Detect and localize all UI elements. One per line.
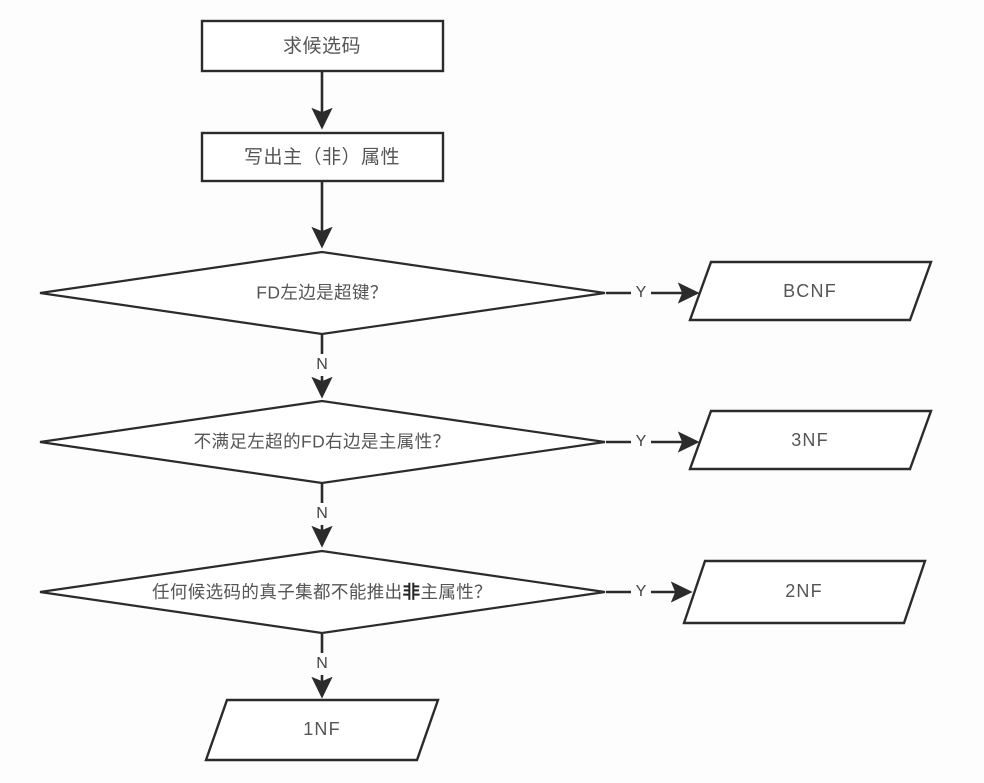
node-result-1nf[interactable]: 1NF [204,698,440,762]
node-decision-proper-subset-shape [39,549,606,635]
node-result-3nf[interactable]: 3NF [688,409,933,471]
node-start[interactable]: 求候选码 [200,19,445,73]
node-result-bcnf[interactable]: BCNF [688,260,933,322]
node-result-3nf-label: 3NF [791,430,829,450]
node-decision-proper-subset[interactable]: 任何候选码的真子集都不能推出非主属性？ [39,549,606,635]
node-decision-superkey-shape [39,250,606,336]
edge-label-backing-d1-no [312,354,333,376]
edge-label-d2-no: N [316,505,328,522]
edge-label-backing-d3-no [312,653,333,675]
node-start-label: 求候选码 [283,35,361,57]
node-result-3nf-shape [688,409,933,471]
edge-label-backing-d3-yes [631,581,651,603]
node-decision-prime-attr-label: 不满足左超的FD右边是主属性？ [194,432,451,452]
node-write-attributes[interactable]: 写出主（非）属性 [200,131,445,183]
node-write-attributes-label: 写出主（非）属性 [244,146,400,168]
edge-label-d3-yes: Y [636,583,647,600]
node-result-2nf-shape [682,559,927,625]
node-result-1nf-shape [204,698,440,762]
node-decision-proper-subset-label: 任何候选码的真子集都不能推出非主属性？ [152,582,492,602]
decision-proper-subset-text-part1: 任何候选码的真子集都不能推出 [152,582,403,602]
edge-label-d1-no: N [316,356,328,373]
node-result-2nf-label: 2NF [785,581,823,601]
node-decision-superkey-label: FD左边是超键？ [256,283,388,303]
node-decision-prime-attr[interactable]: 不满足左超的FD右边是主属性？ [39,399,606,485]
edge-label-d1-yes: Y [636,284,647,301]
decision-proper-subset-text-emphasis: 非 [403,582,421,602]
node-start-shape [200,19,445,73]
node-decision-superkey[interactable]: FD左边是超键？ [39,250,606,336]
node-decision-prime-attr-shape [39,399,606,485]
node-write-attributes-shape [200,131,445,183]
decision-proper-subset-text-part2: 主属性？ [420,582,492,602]
edge-label-backing-d2-yes [631,431,651,453]
edge-label-d2-yes: Y [636,433,647,450]
edge-label-d3-no: N [316,655,328,672]
node-result-bcnf-label: BCNF [783,281,837,301]
node-result-1nf-label: 1NF [303,719,341,739]
node-result-2nf[interactable]: 2NF [682,559,927,625]
node-result-bcnf-shape [688,260,933,322]
edge-label-backing-d1-yes [631,282,651,304]
edge-label-backing-d2-no [312,503,333,525]
